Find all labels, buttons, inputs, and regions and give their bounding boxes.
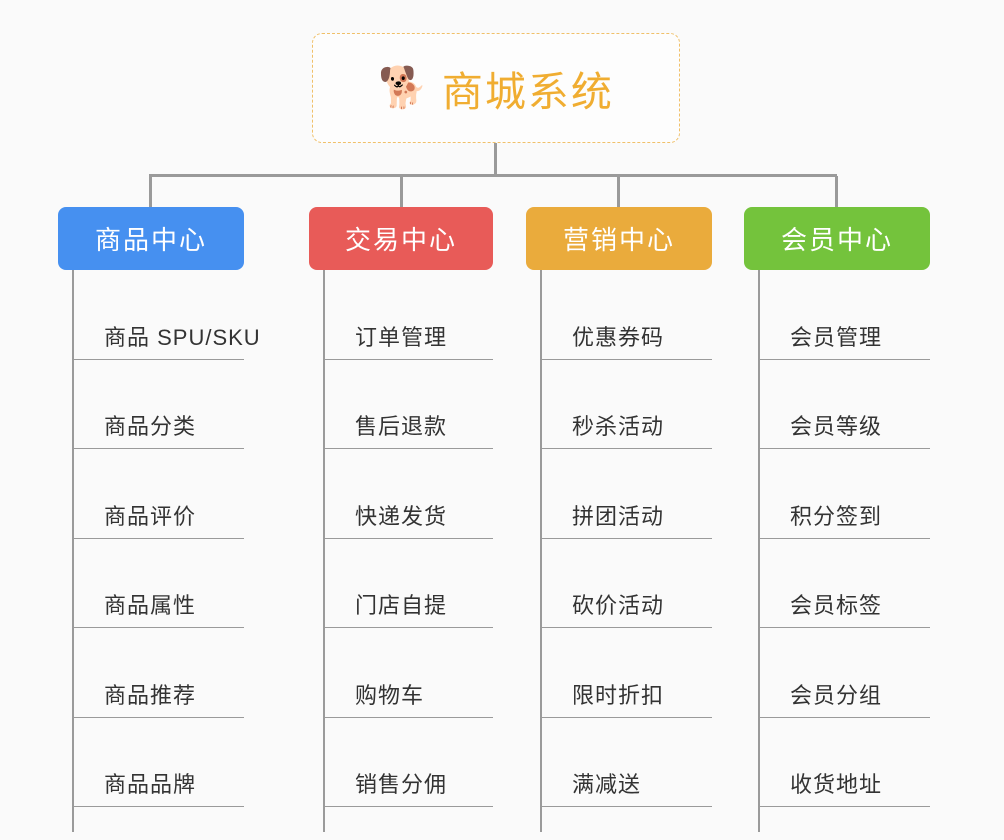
list-item-label: 售后退款 bbox=[325, 409, 493, 449]
connector-drop-2 bbox=[617, 176, 620, 209]
list-item[interactable]: 会员分组 bbox=[760, 628, 930, 718]
list-item[interactable]: 商品品牌 bbox=[74, 718, 244, 807]
category-header-product[interactable]: 商品中心 bbox=[58, 207, 244, 270]
shiba-inu-dog-face-icon: 🐕 bbox=[378, 66, 428, 110]
list-item[interactable]: 收货地址 bbox=[760, 718, 930, 807]
list-item-label: 商品推荐 bbox=[74, 678, 244, 718]
category-column-product: 商品中心 商品 SPU/SKU 商品分类 商品评价 商品属性 商品推荐 商品品牌 bbox=[58, 207, 260, 832]
list-item[interactable]: 会员标签 bbox=[760, 539, 930, 628]
list-item-label: 商品评价 bbox=[74, 499, 244, 539]
category-items-marketing: 优惠券码 秒杀活动 拼团活动 砍价活动 限时折扣 满减送 bbox=[540, 270, 712, 832]
connector-drop-0 bbox=[149, 176, 152, 209]
category-items-member: 会员管理 会员等级 积分签到 会员标签 会员分组 收货地址 bbox=[758, 270, 930, 832]
list-item[interactable]: 会员等级 bbox=[760, 360, 930, 449]
list-item-label: 门店自提 bbox=[325, 588, 493, 628]
list-item-label: 快递发货 bbox=[325, 499, 493, 539]
list-item-label: 秒杀活动 bbox=[542, 409, 712, 449]
category-header-marketing[interactable]: 营销中心 bbox=[526, 207, 712, 270]
list-item[interactable]: 商品评价 bbox=[74, 449, 244, 539]
list-item[interactable]: 商品分类 bbox=[74, 360, 244, 449]
list-item[interactable]: 优惠券码 bbox=[542, 270, 712, 360]
list-item[interactable]: 快递发货 bbox=[325, 449, 493, 539]
list-item[interactable]: 订单管理 bbox=[325, 270, 493, 360]
list-item-label: 商品分类 bbox=[74, 409, 244, 449]
list-item[interactable]: 限时折扣 bbox=[542, 628, 712, 718]
list-item-label: 收货地址 bbox=[760, 767, 930, 807]
category-items-product: 商品 SPU/SKU 商品分类 商品评价 商品属性 商品推荐 商品品牌 bbox=[72, 270, 260, 832]
list-item-label: 满减送 bbox=[542, 767, 712, 807]
list-item[interactable]: 砍价活动 bbox=[542, 539, 712, 628]
category-column-member: 会员中心 会员管理 会员等级 积分签到 会员标签 会员分组 收货地址 bbox=[744, 207, 930, 832]
list-item-label: 会员标签 bbox=[760, 588, 930, 628]
list-item-label: 积分签到 bbox=[760, 499, 930, 539]
list-item-label: 商品属性 bbox=[74, 588, 244, 628]
list-item-label: 商品 SPU/SKU bbox=[74, 320, 260, 360]
list-item[interactable]: 商品属性 bbox=[74, 539, 244, 628]
list-item-label: 会员等级 bbox=[760, 409, 930, 449]
list-item-label: 购物车 bbox=[325, 678, 493, 718]
list-item-label: 拼团活动 bbox=[542, 499, 712, 539]
list-item[interactable]: 售后退款 bbox=[325, 360, 493, 449]
category-column-marketing: 营销中心 优惠券码 秒杀活动 拼团活动 砍价活动 限时折扣 满减送 bbox=[526, 207, 712, 832]
list-item-label: 会员管理 bbox=[760, 320, 930, 360]
list-item[interactable]: 满减送 bbox=[542, 718, 712, 807]
list-item[interactable]: 销售分佣 bbox=[325, 718, 493, 807]
list-item-label: 订单管理 bbox=[325, 320, 493, 360]
list-item-label: 会员分组 bbox=[760, 678, 930, 718]
category-header-member[interactable]: 会员中心 bbox=[744, 207, 930, 270]
list-item[interactable]: 购物车 bbox=[325, 628, 493, 718]
list-item-label: 商品品牌 bbox=[74, 767, 244, 807]
list-item[interactable]: 商品 SPU/SKU bbox=[74, 270, 260, 360]
category-header-trade[interactable]: 交易中心 bbox=[309, 207, 493, 270]
list-item[interactable]: 门店自提 bbox=[325, 539, 493, 628]
root-title: 商城系统 bbox=[441, 69, 614, 115]
connector-drop-3 bbox=[835, 176, 838, 209]
list-item-label: 限时折扣 bbox=[542, 678, 712, 718]
category-column-trade: 交易中心 订单管理 售后退款 快递发货 门店自提 购物车 销售分佣 bbox=[309, 207, 493, 832]
connector-drop-1 bbox=[400, 176, 403, 209]
list-item[interactable]: 商品推荐 bbox=[74, 628, 244, 718]
connector-horizontal-bus bbox=[149, 174, 837, 177]
list-item-label: 优惠券码 bbox=[542, 320, 712, 360]
list-item[interactable]: 积分签到 bbox=[760, 449, 930, 539]
list-item[interactable]: 秒杀活动 bbox=[542, 360, 712, 449]
list-item[interactable]: 拼团活动 bbox=[542, 449, 712, 539]
list-item-label: 砍价活动 bbox=[542, 588, 712, 628]
connector-root-stem bbox=[494, 143, 497, 176]
category-items-trade: 订单管理 售后退款 快递发货 门店自提 购物车 销售分佣 bbox=[323, 270, 493, 832]
list-item[interactable]: 会员管理 bbox=[760, 270, 930, 360]
root-node[interactable]: 🐕 商城系统 bbox=[312, 33, 680, 143]
list-item-label: 销售分佣 bbox=[325, 767, 493, 807]
